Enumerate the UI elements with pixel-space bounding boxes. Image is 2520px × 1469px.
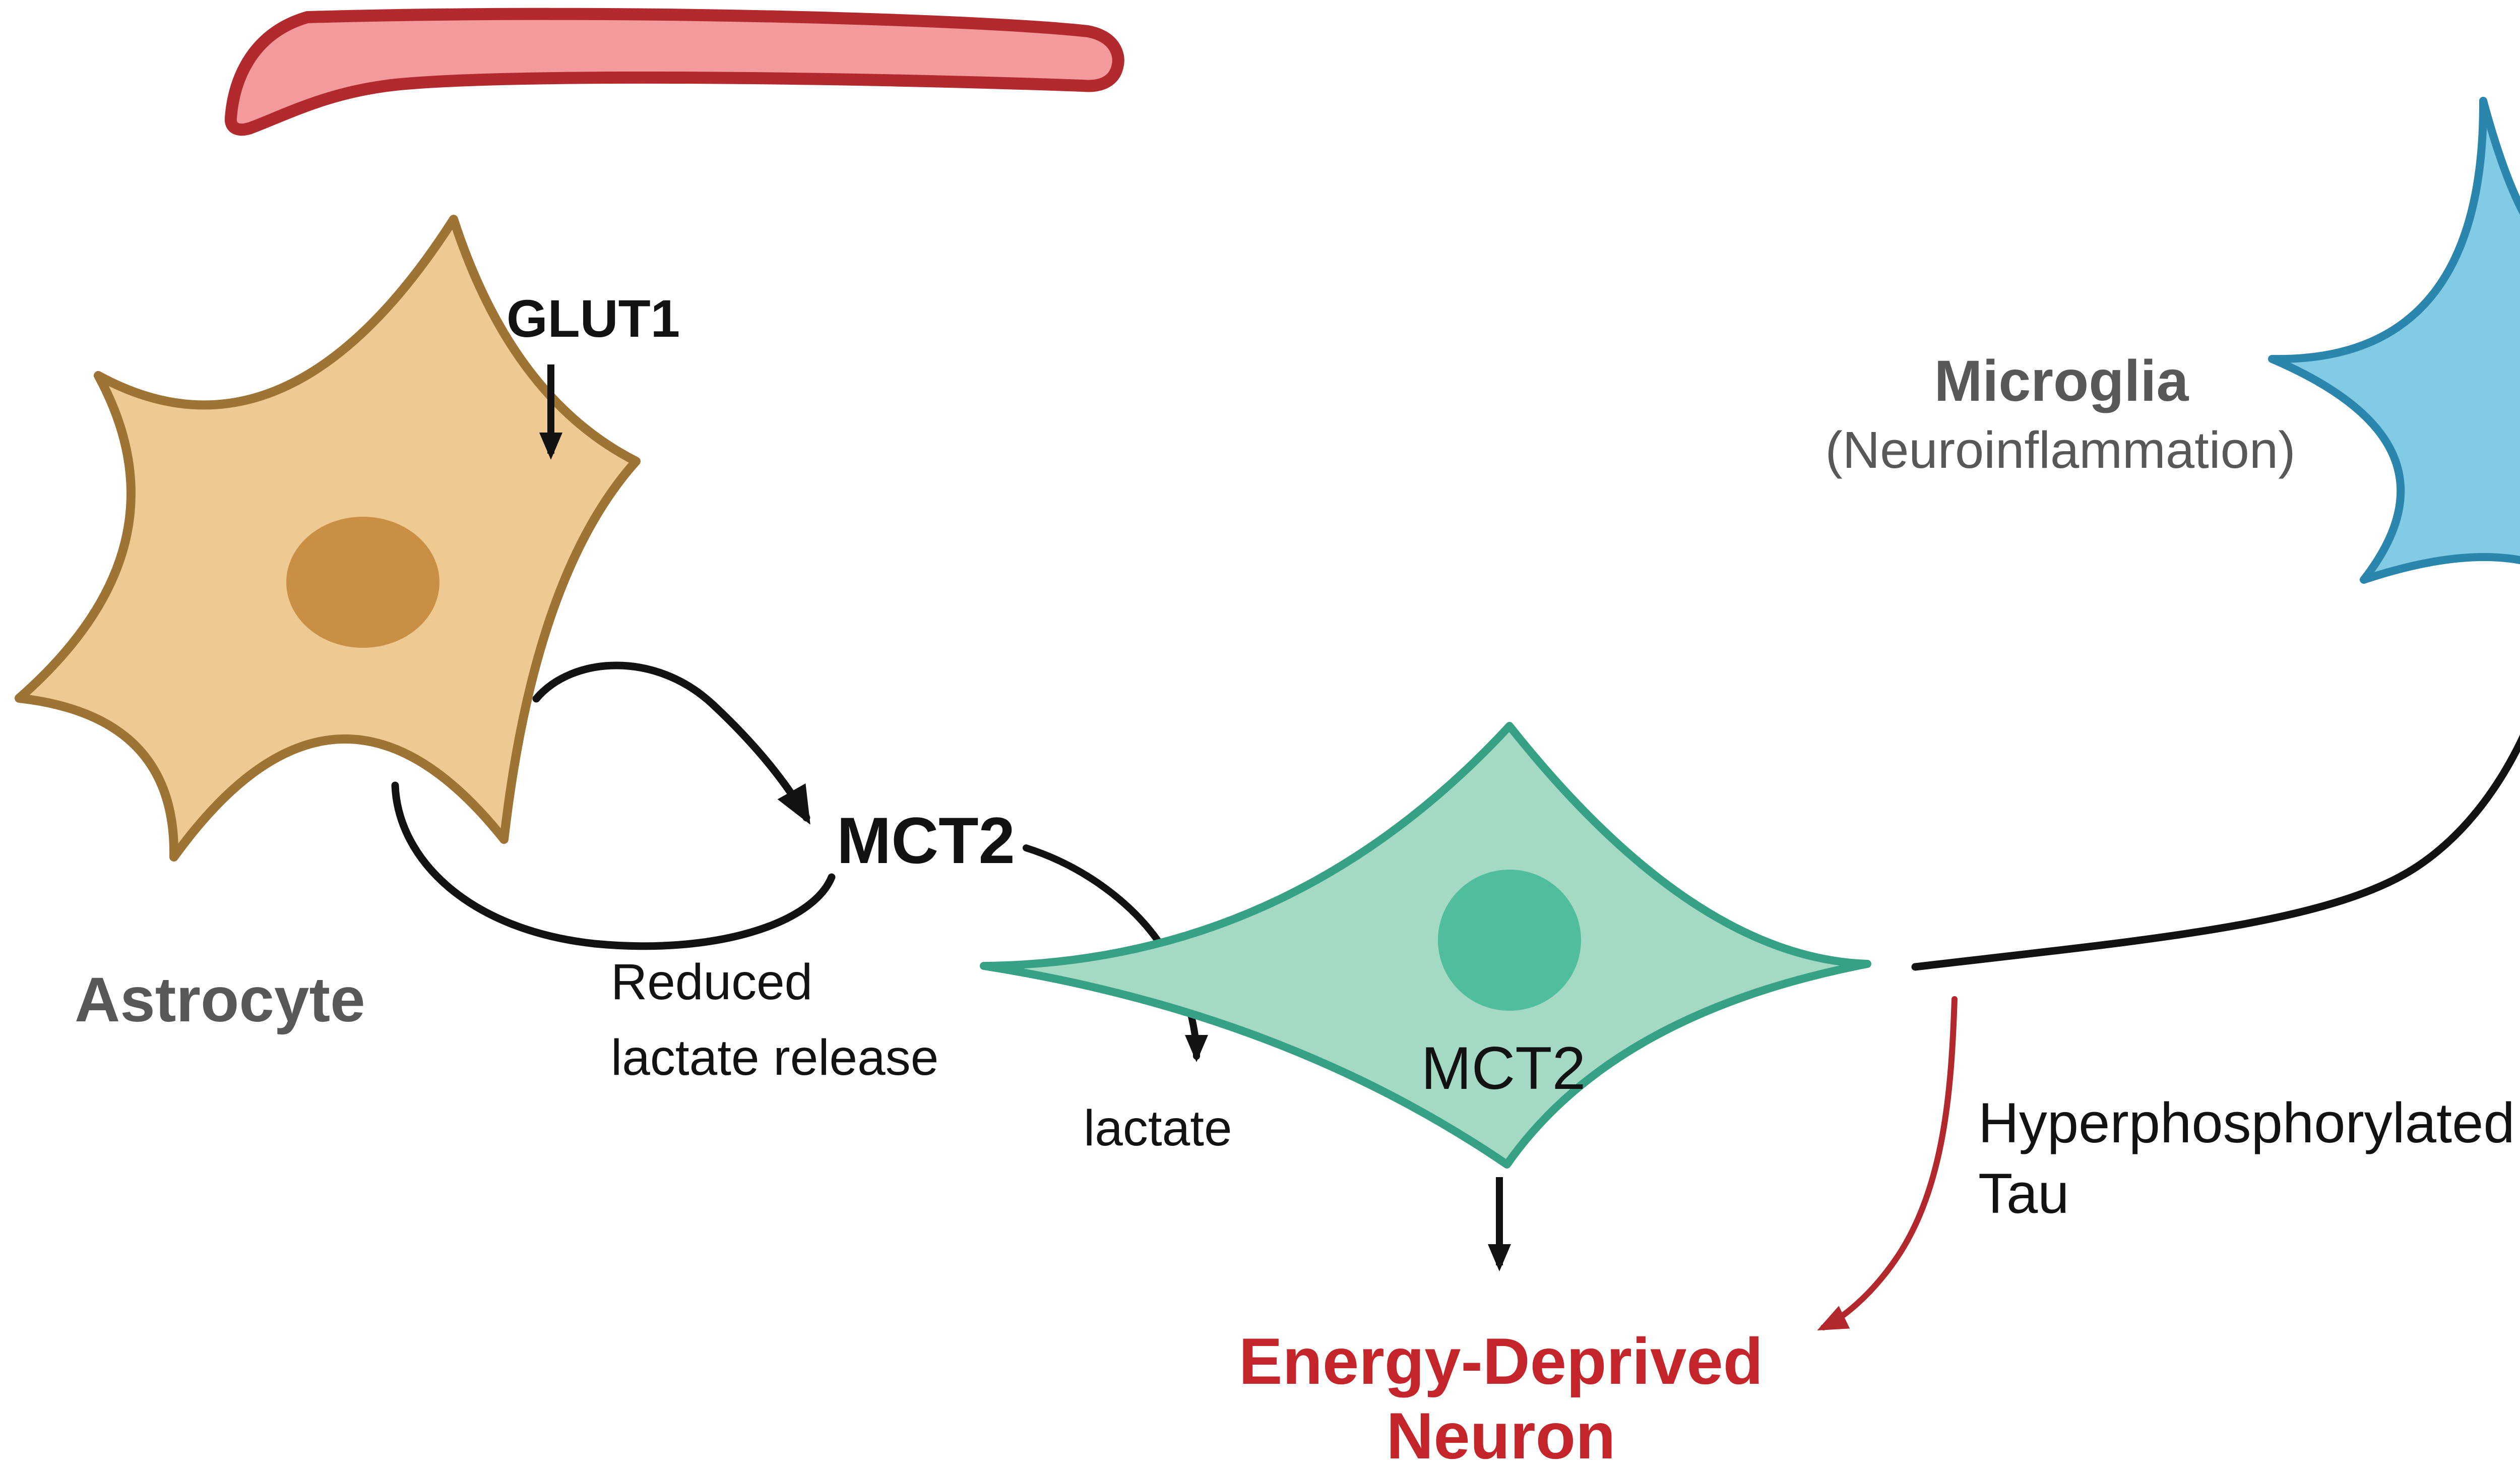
reduced-lactate-loop <box>391 781 836 950</box>
neuron-cell: MCT2 <box>980 722 1871 1169</box>
energy-deprived-line2: Neuron <box>1387 1399 1616 1469</box>
neuron-mct2-label: MCT2 <box>1421 1034 1586 1102</box>
microglia-body <box>2268 97 2520 584</box>
neuron-to-microglia-arrow <box>1911 734 2520 971</box>
glut1-label: GLUT1 <box>507 289 680 348</box>
blood-vessel <box>224 8 1124 136</box>
tau-label-line2: Tau <box>1978 1162 2069 1225</box>
neuron-nucleus <box>1438 870 1581 1011</box>
tau-label-line1: Hyperphosphorylated <box>1978 1091 2515 1154</box>
microglia-cell <box>2268 97 2520 584</box>
neuron-body <box>980 722 1871 1169</box>
astrocyte-to-mct2-arrow <box>532 661 810 825</box>
microglia-label: Microglia <box>1934 349 2189 413</box>
tau-arrow <box>1817 996 1958 1331</box>
neuroinflammation-label: (Neuroinflammation) <box>1825 421 2295 479</box>
astrocyte-nucleus <box>286 517 439 648</box>
reduced-release-line2: lactate release <box>611 1029 938 1086</box>
mct2-label: MCT2 <box>837 804 1015 877</box>
astrocyte-cell <box>15 215 641 862</box>
reduced-release-line1: Reduced <box>611 954 812 1010</box>
astrocyte-label: Astrocyte <box>75 965 365 1035</box>
energy-deprived-line1: Energy-Deprived <box>1239 1324 1763 1398</box>
lactate-label: lactate <box>1084 1100 1232 1156</box>
